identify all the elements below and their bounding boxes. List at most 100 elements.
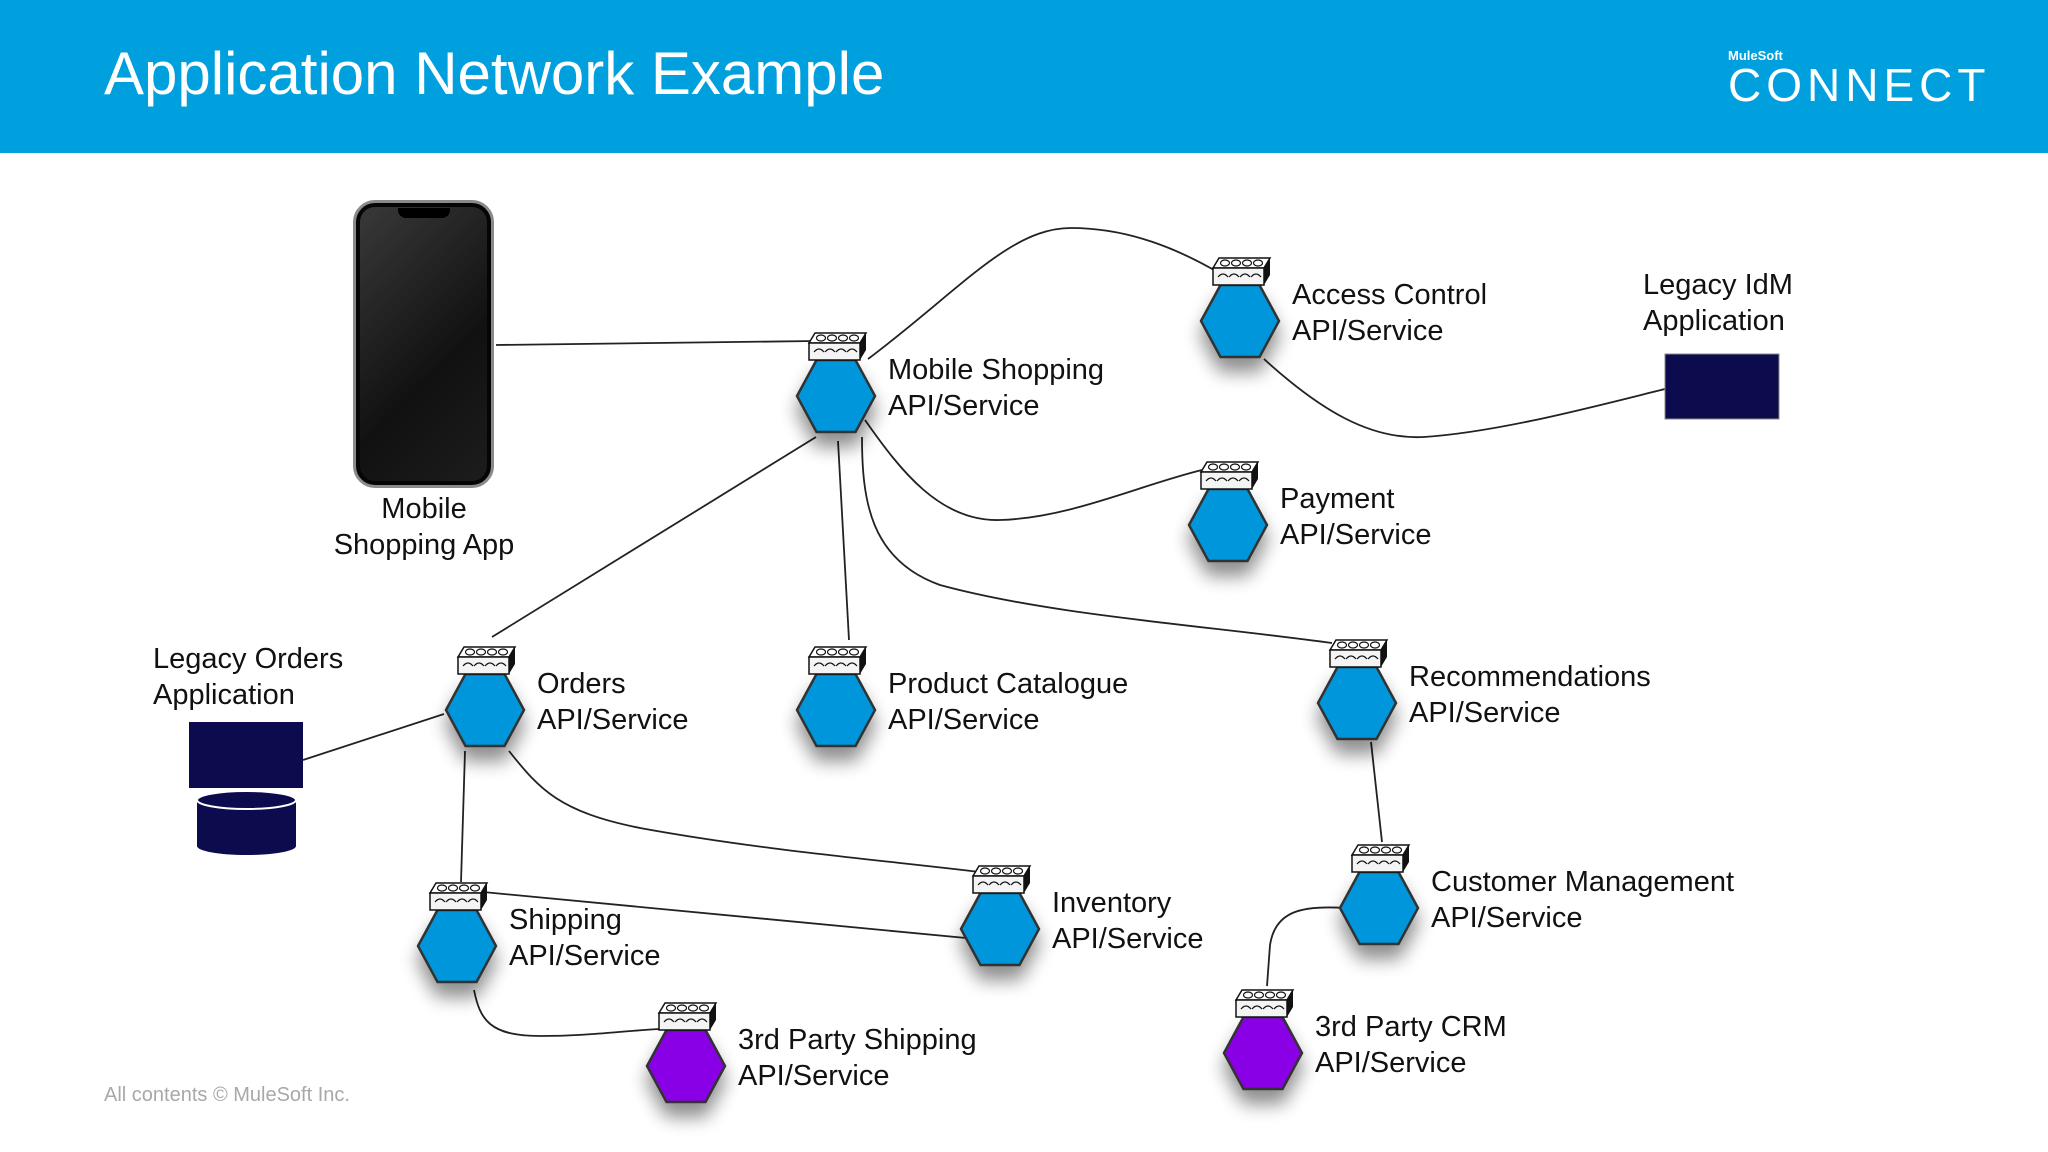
hexagon-service-icon xyxy=(1199,283,1281,359)
node-payment xyxy=(1187,461,1269,563)
mulesoft-connect-logo: MuleSoft CONNECT xyxy=(1728,48,1991,111)
edge-orders-legacy_orders xyxy=(302,713,445,761)
edge-shipping-inventory xyxy=(482,891,967,939)
label-line2: API/Service xyxy=(738,1060,890,1092)
label-line1: 3rd Party Shipping xyxy=(738,1024,977,1056)
hexagon-service-icon xyxy=(444,672,526,748)
lego-brick-icon xyxy=(971,865,1032,894)
edges xyxy=(302,227,1666,1037)
hexagon-service-icon xyxy=(1316,665,1398,741)
legacy-idm-box xyxy=(1664,353,1780,420)
mobile-app-label: Mobile Shopping App xyxy=(334,491,515,563)
edge-orders-shipping xyxy=(460,750,466,883)
label-line1: Recommendations xyxy=(1409,661,1651,693)
edge-mobile_app-mobile_shopping xyxy=(495,340,816,346)
phone-notch xyxy=(398,208,450,218)
label-line2: API/Service xyxy=(1409,697,1561,729)
label-line1: Payment xyxy=(1280,483,1395,515)
label-line1: Orders xyxy=(537,668,626,700)
legacy-orders-icon xyxy=(189,722,303,855)
legacy-orders-label-line1: Legacy Orders xyxy=(153,643,344,675)
lego-brick-icon xyxy=(1211,257,1272,286)
edge-access_control-legacy_idm xyxy=(1263,358,1666,439)
lego-brick-icon xyxy=(657,1002,718,1031)
legacy-orders-label: Legacy Orders Application xyxy=(153,641,343,713)
legacy-idm-label-line1: Legacy IdM xyxy=(1643,269,1793,301)
label-line1: Inventory xyxy=(1052,887,1172,919)
legacy-orders-label-line2: Application xyxy=(153,679,295,711)
copyright-footer: All contents © MuleSoft Inc. xyxy=(104,1084,350,1106)
node-shipping xyxy=(416,882,498,984)
node-access-control xyxy=(1199,257,1281,359)
node-mobile-shopping xyxy=(795,332,877,434)
mobile-phone-image xyxy=(353,200,494,488)
label-line1: Shipping xyxy=(509,904,622,936)
node-customer-management xyxy=(1338,844,1420,946)
lego-brick-icon xyxy=(1199,461,1260,490)
lego-brick-icon xyxy=(1328,639,1389,668)
mobile-app-label-line2: Shopping App xyxy=(333,529,515,561)
lego-brick-icon xyxy=(807,332,868,361)
edge-mobile_shopping-orders xyxy=(491,436,817,638)
edge-recommendations-customer_management xyxy=(1370,741,1383,843)
label-line2: API/Service xyxy=(1315,1047,1467,1079)
node-third-party-crm xyxy=(1222,989,1304,1091)
label-line1: Product Catalogue xyxy=(888,668,1129,700)
logo-big-text: CONNECT xyxy=(1728,59,1991,111)
node-product-catalogue xyxy=(795,646,877,748)
hexagon-service-icon xyxy=(645,1028,727,1104)
legacy-idm-label: Legacy IdM Application xyxy=(1643,267,1793,339)
label-line2: API/Service xyxy=(888,390,1040,422)
label-line1: Customer Management xyxy=(1431,866,1735,898)
label-line1: Access Control xyxy=(1292,279,1488,311)
label-line2: API/Service xyxy=(509,940,661,972)
edge-shipping-third_party_shipping xyxy=(473,989,661,1037)
edge-customer_management-third_party_crm xyxy=(1266,906,1346,987)
node-third-party-shipping xyxy=(645,1002,727,1104)
lego-brick-icon xyxy=(428,882,489,911)
lego-brick-icon xyxy=(456,646,517,675)
label-line2: API/Service xyxy=(1280,519,1432,551)
label-line2: API/Service xyxy=(537,704,689,736)
edge-mobile_shopping-recommendations xyxy=(861,436,1333,644)
hexagon-service-icon xyxy=(795,358,877,434)
label-line2: API/Service xyxy=(1431,902,1583,934)
hexagon-service-icon xyxy=(1187,487,1269,563)
hexagon-service-icon xyxy=(1338,870,1420,946)
lego-brick-icon xyxy=(1234,989,1295,1018)
logo-small-text: MuleSoft xyxy=(1728,48,1783,63)
edge-mobile_shopping-product_catalogue xyxy=(837,440,850,641)
mobile-app-label-line1: Mobile xyxy=(381,493,467,525)
hexagon-service-icon xyxy=(959,891,1041,967)
edge-mobile_shopping-access_control xyxy=(867,227,1222,360)
label-third-party-crm: 3rd Party CRM API/Service xyxy=(1315,1009,1507,1081)
label-line1: 3rd Party CRM xyxy=(1315,1011,1507,1043)
label-line2: API/Service xyxy=(1052,923,1204,955)
hexagon-service-icon xyxy=(795,672,877,748)
node-inventory xyxy=(959,865,1041,967)
legacy-idm-label-line2: Application xyxy=(1643,305,1785,337)
label-line1: Mobile Shopping xyxy=(888,354,1105,386)
node-orders xyxy=(444,646,526,748)
node-recommendations xyxy=(1316,639,1398,741)
edge-orders-inventory xyxy=(508,750,981,873)
nodes xyxy=(416,257,1420,1104)
label-line2: API/Service xyxy=(1292,315,1444,347)
header-bar: Application Network Example MuleSoft CON… xyxy=(0,0,2048,153)
lego-brick-icon xyxy=(1350,844,1411,873)
hexagon-service-icon xyxy=(416,908,498,984)
page-title: Application Network Example xyxy=(104,40,885,107)
lego-brick-icon xyxy=(807,646,868,675)
label-line2: API/Service xyxy=(888,704,1040,736)
edge-mobile_shopping-payment xyxy=(864,419,1203,521)
